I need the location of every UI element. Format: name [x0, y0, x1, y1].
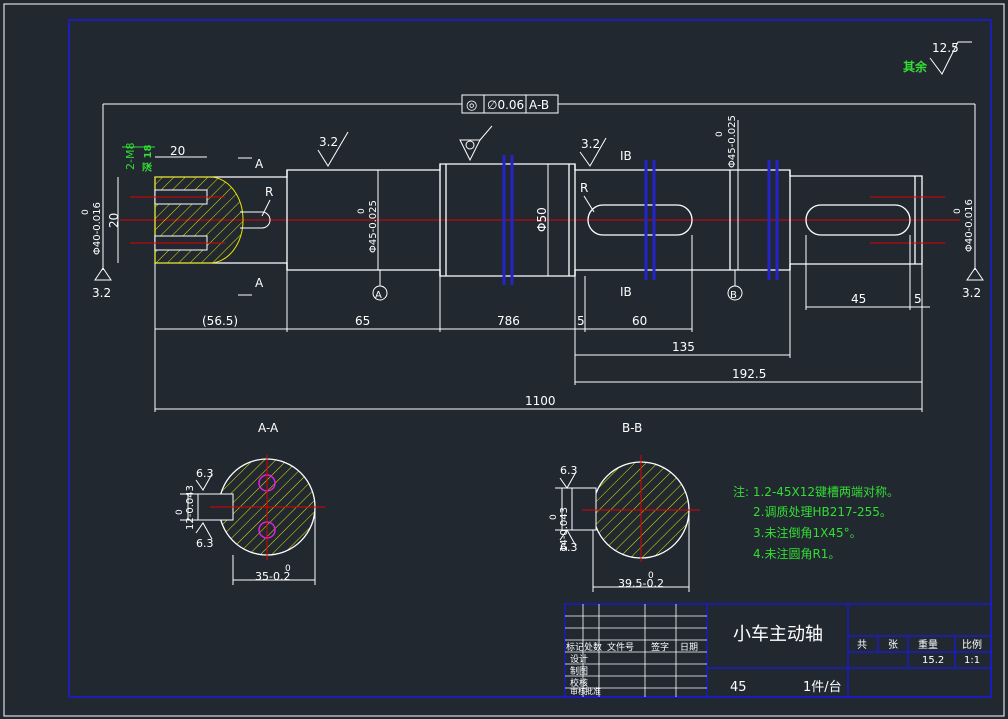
svg-text:张: 张: [888, 639, 898, 651]
dim-collar: Φ50: [535, 207, 549, 232]
svg-text:审核: 审核: [570, 686, 586, 696]
svg-text:日期: 日期: [680, 642, 698, 653]
section-bb-key: 14-0.043: [559, 507, 570, 552]
svg-text:6.3: 6.3: [196, 537, 214, 550]
section-a-top: A: [255, 157, 264, 171]
fillet-b-label: R: [580, 181, 588, 195]
svg-text:0: 0: [81, 209, 91, 215]
dim-1100: 1100: [525, 394, 556, 408]
svg-text:校核: 校核: [570, 677, 588, 689]
dim-60: 60: [632, 314, 647, 328]
dim-journal-a: Φ45-0.025: [368, 200, 379, 253]
dim-bore: 20: [107, 213, 121, 228]
fillet-a-notch: [240, 211, 271, 229]
svg-text:重量: 重量: [918, 638, 938, 651]
section-a-bottom: A: [255, 276, 264, 290]
surface-mark-right-icon: [966, 267, 984, 281]
svg-text:0: 0: [648, 571, 654, 581]
dim-56-5: (56.5): [202, 314, 238, 328]
svg-text:0: 0: [715, 131, 725, 137]
dim-20: 20: [170, 144, 185, 158]
dim-right-end: Φ40-0.016: [964, 199, 975, 252]
title-block-grid: [565, 604, 707, 697]
svg-text:共: 共: [857, 639, 867, 651]
svg-text:0: 0: [953, 208, 963, 214]
section-aa-width: 35-0.2: [255, 570, 290, 583]
dim-journal-b: Φ45-0.025: [727, 115, 738, 168]
runout-value: ∅0.06: [487, 98, 524, 112]
svg-text:0: 0: [285, 564, 291, 574]
svg-text:0: 0: [357, 208, 367, 214]
section-bb: [555, 455, 700, 592]
svg-text:0: 0: [549, 514, 559, 520]
dim-65: 65: [355, 314, 370, 328]
title-block: [564, 603, 992, 698]
runout-frame: [461, 94, 559, 114]
svg-text:6.3: 6.3: [196, 467, 214, 480]
dim-192-5: 192.5: [732, 367, 766, 381]
svg-text:处数: 处数: [584, 641, 602, 653]
outer-frame: [3, 3, 1005, 717]
inner-frame: [68, 19, 992, 698]
roughness-value: 12.5: [932, 41, 959, 55]
note-line-4: 4.未注圆角R1。: [753, 546, 840, 561]
dim-5a: 5: [577, 314, 585, 328]
section-bb-width: 39.5-0.2: [618, 577, 664, 590]
roughness-symbol-icon: [929, 41, 972, 75]
svg-text:比例: 比例: [962, 638, 982, 651]
section-aa-title: A-A: [258, 421, 279, 435]
surface-mark-left: 3.2: [92, 286, 111, 300]
section-aa: [180, 455, 325, 585]
section-bb-title: B-B: [622, 421, 642, 435]
surface-mark-shaft-b: 3.2: [581, 137, 600, 151]
dim-45: 45: [851, 292, 866, 306]
thread-size: 2-M8: [124, 143, 137, 170]
surface-mark-left-icon: [94, 267, 112, 281]
dim-left-end: Φ40-0.016: [92, 202, 103, 255]
datum-a: A: [375, 290, 382, 301]
datum-b: B: [730, 290, 737, 301]
surface-mark-shaft-b-icon: [579, 137, 607, 167]
section-b-top: IB: [620, 149, 632, 163]
roughness-label: 其余: [903, 59, 928, 74]
dim-5b: 5: [914, 292, 922, 306]
svg-text:文件号: 文件号: [607, 641, 634, 653]
svg-text:签字: 签字: [651, 641, 669, 653]
note-line-2: 2.调质处理HB217-255。: [753, 505, 892, 519]
dim-786: 786: [497, 314, 520, 328]
quantity: 1件/台: [803, 680, 842, 695]
horizontal-dimensions: [154, 235, 930, 412]
svg-text:6.3: 6.3: [560, 541, 578, 554]
runout-datum: A-B: [529, 98, 549, 112]
runout-symbol: ◎: [466, 98, 477, 113]
fillet-a-label: R: [265, 185, 273, 199]
svg-text:0: 0: [175, 509, 185, 515]
svg-text:制图: 制图: [570, 665, 588, 677]
scale: 1:1: [964, 655, 980, 666]
keyway-b: [587, 204, 693, 236]
weight: 15.2: [922, 655, 944, 666]
note-line-1: 注: 1.2-45X12键槽两端对称。: [733, 484, 899, 499]
svg-text:标记: 标记: [566, 641, 584, 653]
section-markers: [502, 155, 779, 285]
thread-depth: 深 18: [141, 145, 154, 172]
surface-mark-shaft-a: 3.2: [319, 135, 338, 149]
keyway-right: [805, 204, 911, 236]
note-line-3: 3.未注倒角1X45°。: [753, 525, 862, 540]
section-b-bottom: IB: [620, 285, 632, 299]
surface-mark-collar-icon: [459, 139, 481, 162]
material: 45: [730, 680, 747, 695]
surface-mark-shaft-a-icon: [317, 131, 349, 167]
svg-text:6.3: 6.3: [560, 464, 578, 477]
svg-text:批准: 批准: [585, 686, 601, 696]
surface-mark-right: 3.2: [962, 286, 981, 300]
dim-135: 135: [672, 340, 695, 354]
part-name: 小车主动轴: [733, 624, 823, 645]
svg-text:设计: 设计: [570, 653, 588, 665]
section-aa-key: 12-0.043: [185, 485, 196, 530]
